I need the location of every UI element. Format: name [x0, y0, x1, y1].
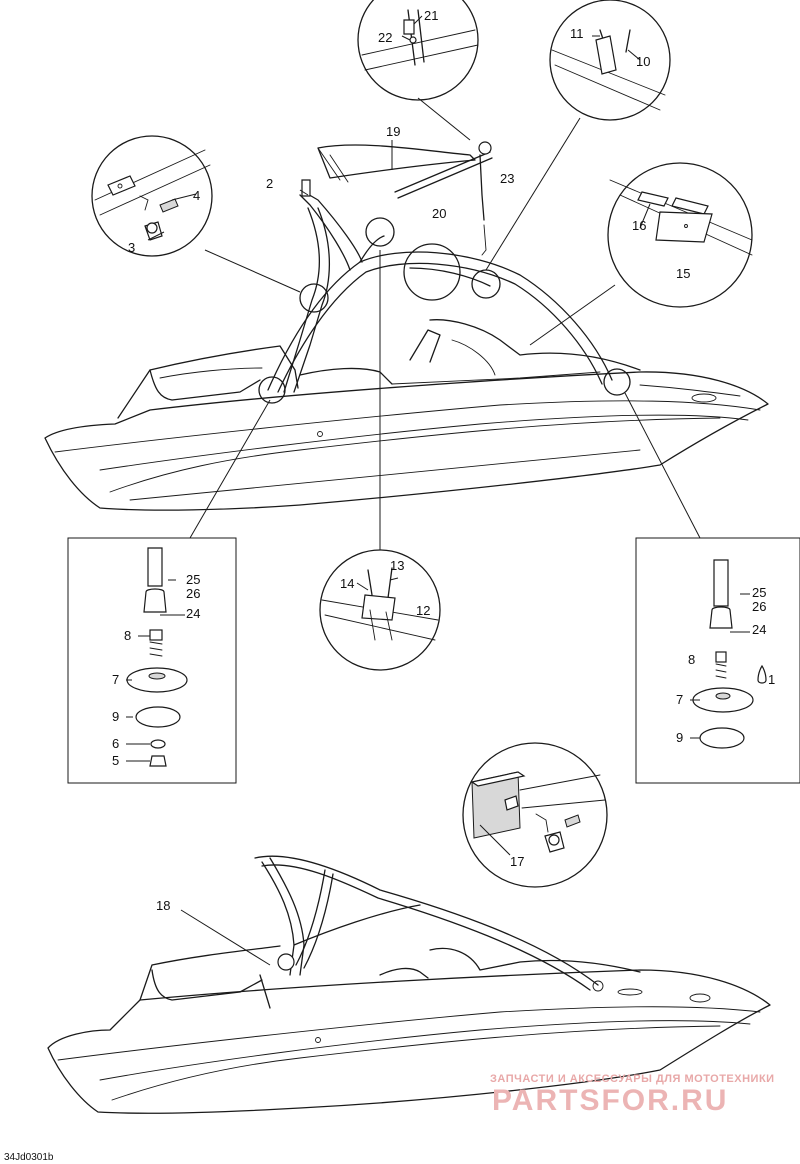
- right-callout-7: 7: [676, 692, 683, 707]
- detail-badge-circle: [607, 162, 753, 308]
- watermark-tagline: ЗАПЧАСТИ И АКСЕССУАРЫ ДЛЯ МОТОТЕХНИКИ: [490, 1073, 775, 1085]
- upper-tower-frame: [267, 179, 613, 393]
- callout-19: 19: [386, 124, 400, 139]
- left-callout-5: 5: [112, 753, 119, 768]
- diagram-code: 34Jd0301b: [4, 1152, 54, 1163]
- callout-20: 20: [432, 206, 446, 221]
- right-callout-24: 24: [752, 622, 766, 637]
- watermark-logo: PARTSFOR.RU: [492, 1084, 728, 1117]
- callout-10: 10: [636, 54, 650, 69]
- left-callout-24: 24: [186, 606, 200, 621]
- callout-17: 17: [510, 854, 524, 869]
- detail-bracket-circle: [91, 135, 213, 257]
- lower-boat-hull: [47, 945, 771, 1114]
- callout-23: 23: [500, 171, 514, 186]
- callout-16: 16: [632, 218, 646, 233]
- oil-drop-icon: [757, 664, 767, 684]
- left-callout-8: 8: [124, 628, 131, 643]
- callout-21: 21: [424, 8, 438, 23]
- left-callout-6: 6: [112, 736, 119, 751]
- detail-top-clip-circle: [357, 0, 479, 101]
- left-callout-9: 9: [112, 709, 119, 724]
- detail-panel-bracket: [462, 742, 608, 888]
- lower-tower-frame: [180, 855, 604, 1009]
- callout-2: 2: [266, 176, 273, 191]
- callout-15: 15: [676, 266, 690, 281]
- callout-labels: 2 3 4 10 11 12 13 14 15 16 17 18 19 20 2…: [112, 8, 775, 913]
- callout-3: 3: [128, 240, 135, 255]
- board-rack-assembly: [317, 141, 493, 256]
- left-callout-26: 26: [186, 586, 200, 601]
- callout-11: 11: [570, 26, 584, 41]
- right-callout-8: 8: [688, 652, 695, 667]
- upper-boat-hull: [44, 319, 769, 511]
- right-callout-9: 9: [676, 730, 683, 745]
- leader-lines-top: [189, 97, 701, 550]
- callout-18: 18: [156, 898, 170, 913]
- callout-13: 13: [390, 558, 404, 573]
- callout-4: 4: [193, 188, 200, 203]
- oil-symbol-label: 1: [768, 672, 775, 687]
- left-callout-25: 25: [186, 572, 200, 587]
- right-callout-26: 26: [752, 599, 766, 614]
- right-callout-25: 25: [752, 585, 766, 600]
- callout-12: 12: [416, 603, 430, 618]
- detail-rivet-circle: [549, 0, 671, 121]
- right-detail-box: [635, 537, 800, 784]
- callout-14: 14: [340, 576, 354, 591]
- left-detail-box: [67, 537, 237, 784]
- left-callout-7: 7: [112, 672, 119, 687]
- callout-22: 22: [378, 30, 392, 45]
